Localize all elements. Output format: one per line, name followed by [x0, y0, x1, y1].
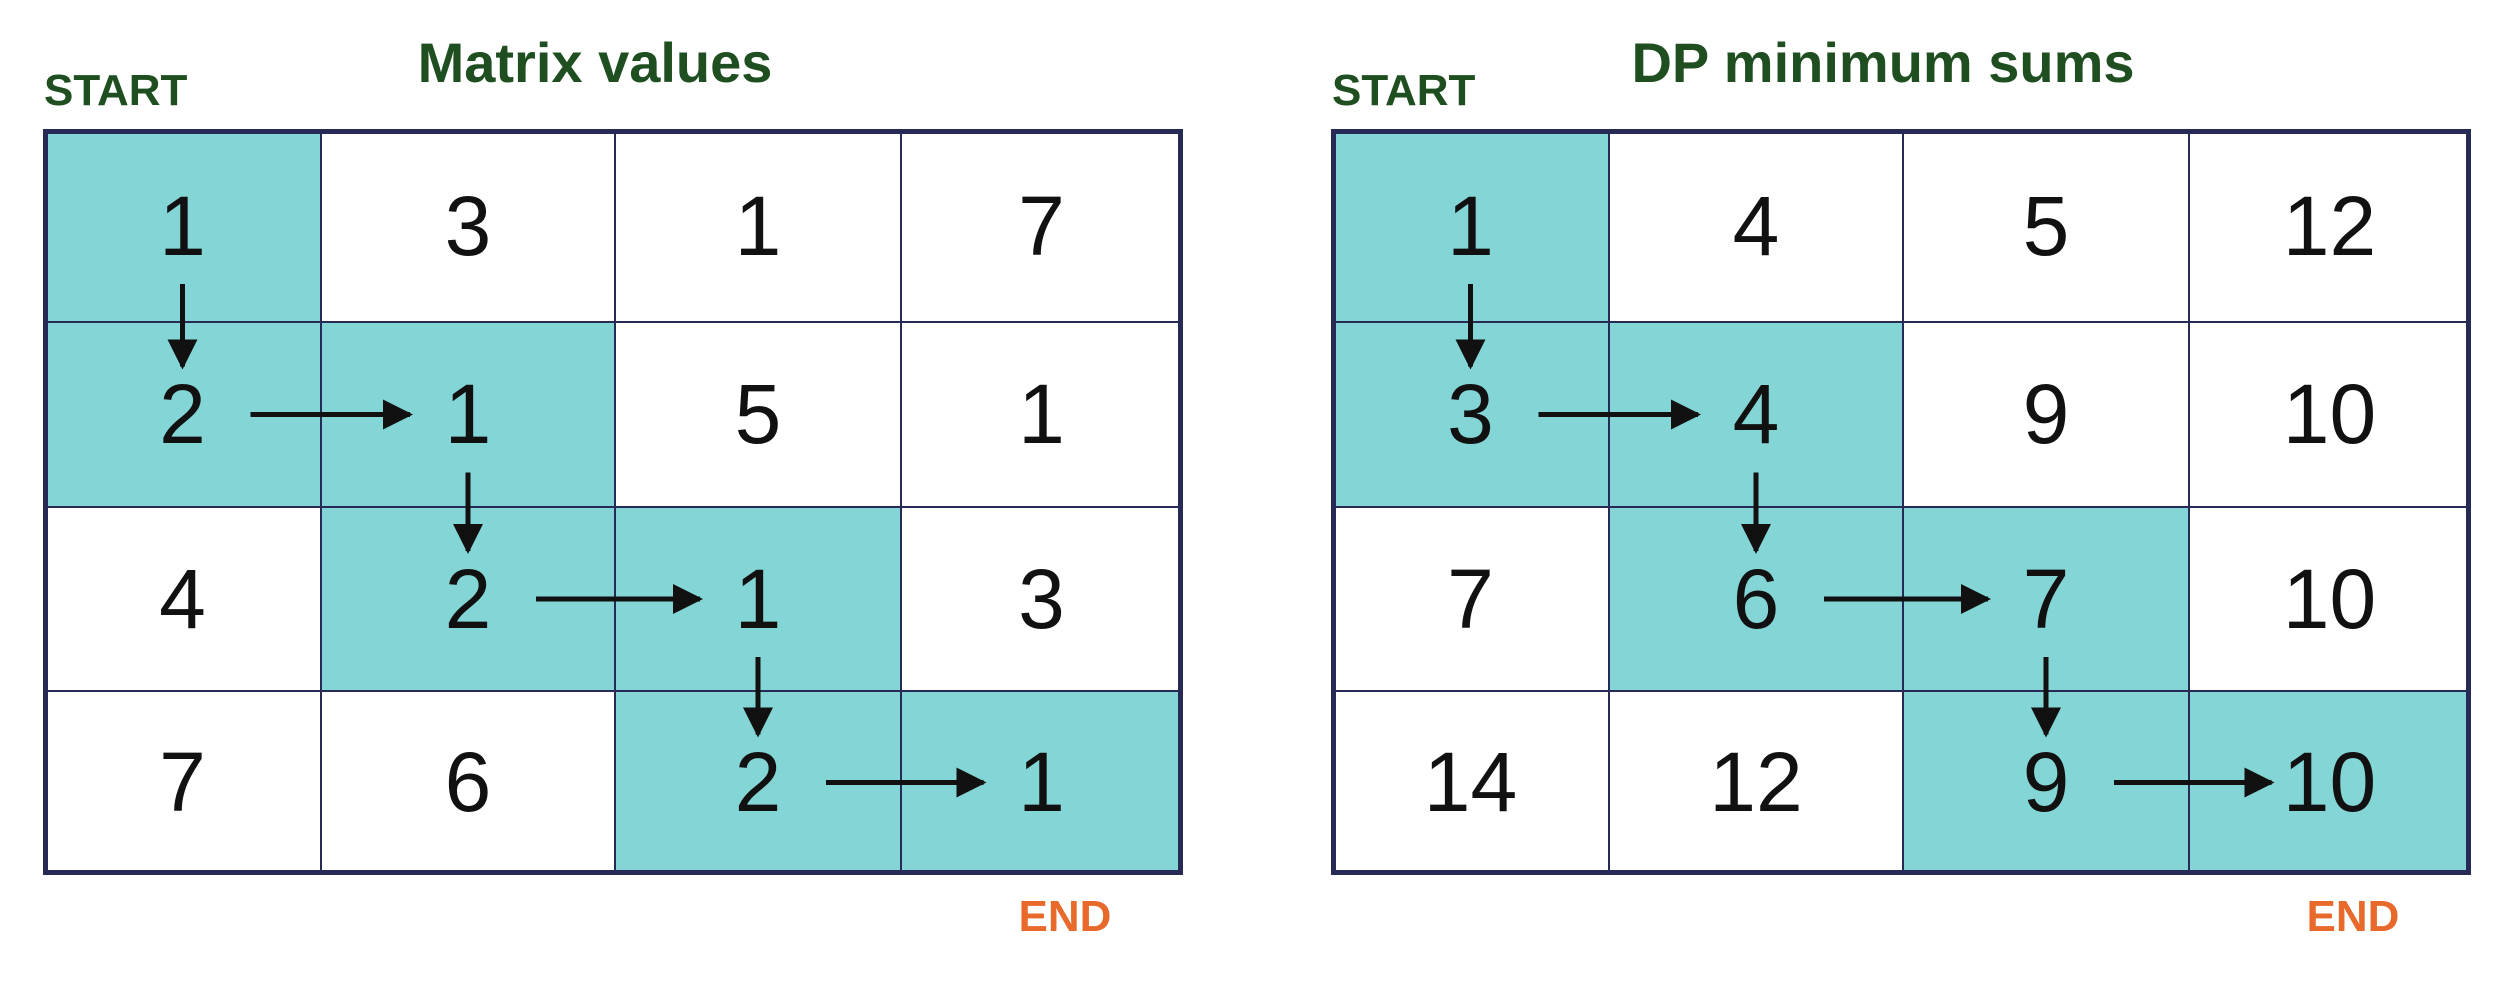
- end-label: END: [2306, 892, 2400, 941]
- grid-cell: 3: [1331, 321, 1610, 508]
- start-label: START: [1332, 66, 1476, 115]
- panel-title: DP minimum sums: [1631, 31, 2135, 94]
- grid-cell: 1: [900, 690, 1183, 875]
- grid-cell: 10: [2188, 690, 2471, 875]
- grid-cell: 10: [2188, 506, 2471, 692]
- grid-cell: 9: [1902, 690, 2190, 875]
- start-label: START: [44, 66, 188, 115]
- grid-cell: 1: [614, 129, 902, 323]
- grid-cell: 12: [2188, 129, 2471, 323]
- grid-cell: 3: [900, 506, 1183, 692]
- grid-cell: 1: [900, 321, 1183, 508]
- grid-cell: 1: [43, 129, 322, 323]
- grid-cell: 6: [320, 690, 616, 875]
- grid-cell: 7: [900, 129, 1183, 323]
- grid-cell: 1: [320, 321, 616, 508]
- grid-cell: 12: [1608, 690, 1904, 875]
- grid-cell: 1: [614, 506, 902, 692]
- grid-cell: 1: [1331, 129, 1610, 323]
- end-label: END: [1018, 892, 1112, 941]
- grid-cell: 7: [1331, 506, 1610, 692]
- grid-cell: 2: [320, 506, 616, 692]
- grid-cell: 6: [1608, 506, 1904, 692]
- grid-cell: 4: [1608, 321, 1904, 508]
- grid-cell: 5: [1902, 129, 2190, 323]
- grid-cell: 4: [1608, 129, 1904, 323]
- grid-cell: 5: [614, 321, 902, 508]
- grid-cell: 7: [1902, 506, 2190, 692]
- grid-cell: 2: [43, 321, 322, 508]
- grid-cell: 14: [1331, 690, 1610, 875]
- grid-cell: 7: [43, 690, 322, 875]
- panel-title: Matrix values: [417, 31, 773, 94]
- grid-cell: 3: [320, 129, 616, 323]
- grid-cell: 10: [2188, 321, 2471, 508]
- grid-cell: 2: [614, 690, 902, 875]
- grid-cell: 9: [1902, 321, 2190, 508]
- grid-cell: 4: [43, 506, 322, 692]
